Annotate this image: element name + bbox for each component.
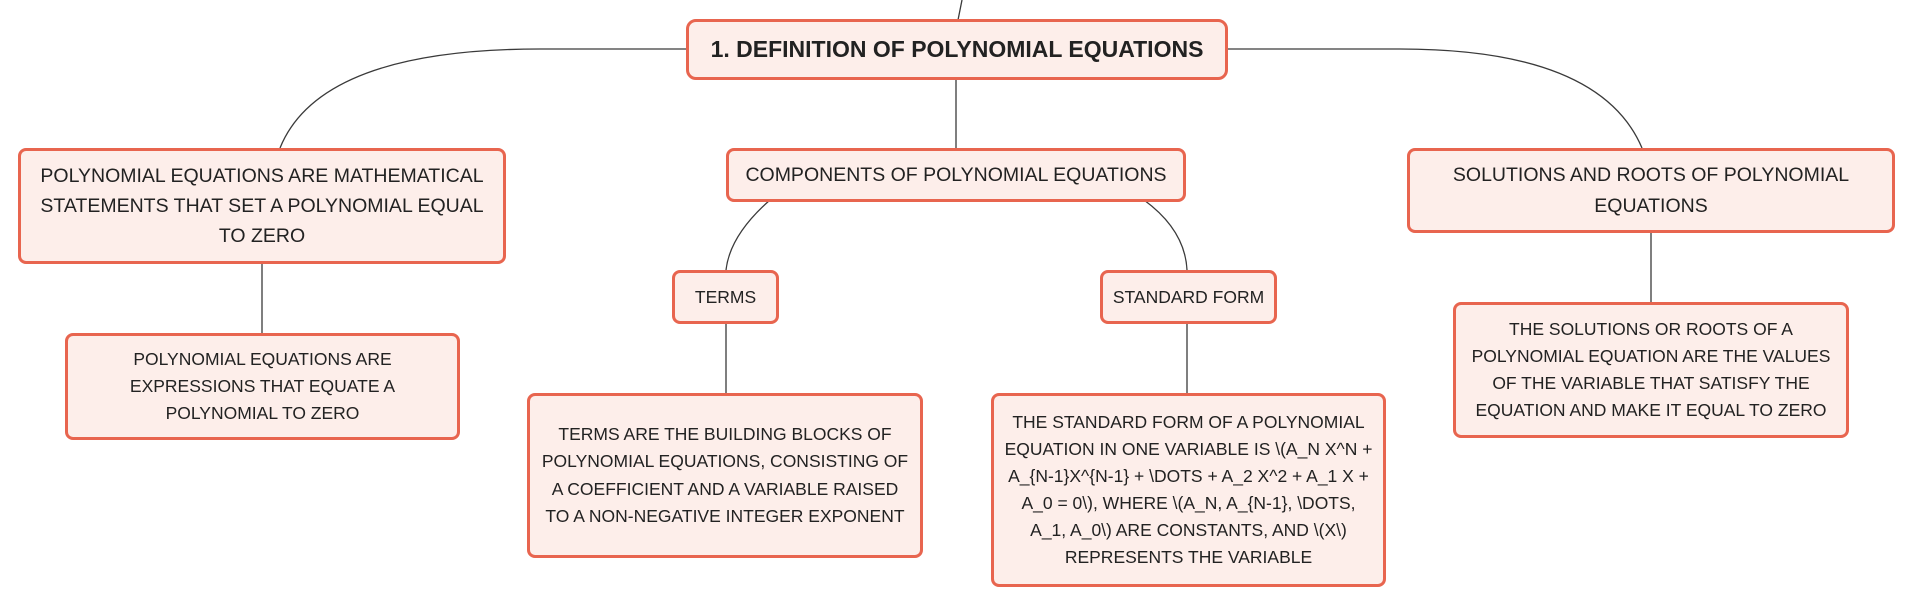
topic-components[interactable]: COMPONENTS OF POLYNOMIAL EQUATIONS — [726, 148, 1186, 202]
topic-solutions-detail-label: THE SOLUTIONS OR ROOTS OF A POLYNOMIAL E… — [1471, 318, 1831, 421]
topic-expressions-equate[interactable]: POLYNOMIAL EQUATIONS ARE EXPRESSIONS THA… — [65, 333, 460, 440]
topic-terms-detail[interactable]: TERMS ARE THE BUILDING BLOCKS OF POLYNOM… — [527, 393, 923, 558]
root-topic[interactable]: 1. DEFINITION OF POLYNOMIAL EQUATIONS — [686, 19, 1228, 80]
topic-solutions-roots-label: SOLUTIONS AND ROOTS OF POLYNOMIAL EQUATI… — [1452, 164, 1850, 217]
topic-components-label: COMPONENTS OF POLYNOMIAL EQUATIONS — [745, 163, 1167, 186]
root-topic-label: 1. DEFINITION OF POLYNOMIAL EQUATIONS — [710, 36, 1204, 63]
topic-terms-label: TERMS — [694, 287, 757, 307]
connector-root-to-definition — [279, 48, 688, 149]
topic-solutions-roots[interactable]: SOLUTIONS AND ROOTS OF POLYNOMIAL EQUATI… — [1407, 148, 1895, 233]
connector-components-to-terms — [725, 199, 771, 271]
topic-standard-form-detail-label: THE STANDARD FORM OF A POLYNOMIAL EQUATI… — [1004, 411, 1373, 568]
connector-parent-to-root — [957, 0, 963, 21]
topic-standard-form-detail[interactable]: THE STANDARD FORM OF A POLYNOMIAL EQUATI… — [991, 393, 1386, 587]
topic-polynomial-definition-label: POLYNOMIAL EQUATIONS ARE MATHEMATICAL ST… — [40, 164, 484, 248]
topic-polynomial-definition[interactable]: POLYNOMIAL EQUATIONS ARE MATHEMATICAL ST… — [18, 148, 506, 264]
connector-root-to-solutions — [1226, 48, 1643, 149]
topic-expressions-equate-label: POLYNOMIAL EQUATIONS ARE EXPRESSIONS THA… — [129, 348, 396, 424]
topic-standard-form-label: STANDARD FORM — [1112, 287, 1265, 307]
topic-solutions-detail[interactable]: THE SOLUTIONS OR ROOTS OF A POLYNOMIAL E… — [1453, 302, 1849, 438]
connector-components-to-standard-form — [1143, 199, 1188, 271]
topic-terms[interactable]: TERMS — [672, 270, 779, 324]
topic-standard-form[interactable]: STANDARD FORM — [1100, 270, 1277, 324]
topic-terms-detail-label: TERMS ARE THE BUILDING BLOCKS OF POLYNOM… — [541, 424, 909, 526]
